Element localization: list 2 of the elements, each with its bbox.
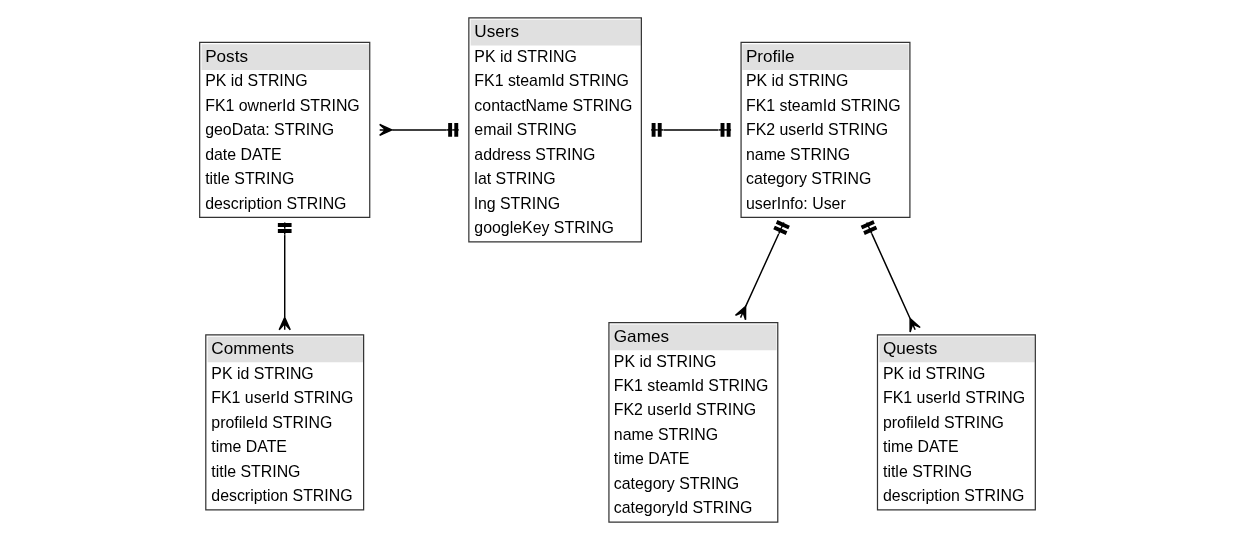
connector (860, 220, 921, 333)
connector (378, 123, 460, 137)
